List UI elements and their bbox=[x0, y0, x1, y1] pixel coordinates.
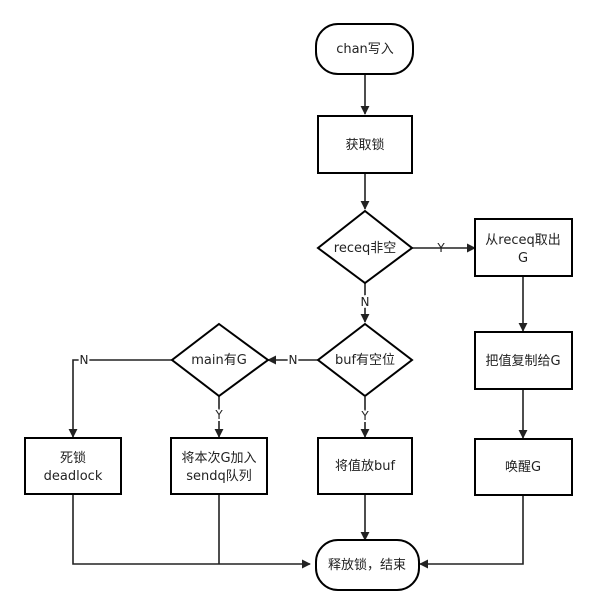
edge-deadlock-to-end bbox=[72, 494, 311, 569]
node-take-g-line1: 从receq取出 bbox=[485, 233, 560, 248]
node-start: chan写入 bbox=[315, 23, 414, 75]
node-put-buf-label: 将值放buf bbox=[335, 458, 395, 474]
node-copy-value: 把值复制给G bbox=[474, 331, 573, 390]
edge-label-recvq-no: N bbox=[361, 295, 370, 309]
node-take-g-line2: G bbox=[518, 251, 528, 266]
edges: Y N Y N Y N bbox=[68, 74, 528, 569]
node-main-check: main有G bbox=[170, 322, 270, 398]
node-buf-check-label: buf有空位 bbox=[335, 353, 395, 368]
node-deadlock-line2: deadlock bbox=[44, 469, 103, 484]
node-sendq: 将本次G加入 sendq队列 bbox=[170, 437, 268, 495]
node-take-g: 从receq取出 G bbox=[474, 218, 573, 277]
edge-label-buf-no: N bbox=[289, 353, 298, 367]
node-deadlock-line1: 死锁 bbox=[60, 450, 86, 466]
node-acquire-lock-label: 获取锁 bbox=[345, 137, 384, 153]
edge-label-main-no: N bbox=[80, 353, 89, 367]
edge-wake-to-end bbox=[419, 495, 524, 569]
node-sendq-line2: sendq队列 bbox=[186, 469, 252, 484]
node-copy-value-label: 把值复制给G bbox=[485, 353, 560, 369]
node-wake-g: 唤醒G bbox=[474, 438, 573, 496]
node-main-check-label: main有G bbox=[191, 353, 247, 368]
node-recvq-check: receq非空 bbox=[316, 209, 414, 285]
node-acquire-lock: 获取锁 bbox=[317, 115, 413, 174]
edge-main-no bbox=[68, 359, 172, 438]
node-deadlock: 死锁 deadlock bbox=[24, 437, 122, 495]
edge-label-recvq-yes: Y bbox=[436, 241, 445, 255]
node-start-label: chan写入 bbox=[336, 42, 394, 57]
node-wake-g-label: 唤醒G bbox=[505, 460, 541, 475]
node-recvq-check-label: receq非空 bbox=[334, 241, 396, 256]
node-sendq-line1: 将本次G加入 bbox=[181, 450, 256, 466]
node-buf-check: buf有空位 bbox=[316, 322, 414, 398]
node-put-buf: 将值放buf bbox=[317, 437, 413, 495]
node-end: 释放锁，结束 bbox=[315, 539, 420, 591]
edge-label-main-yes: Y bbox=[214, 408, 223, 422]
edge-label-buf-yes: Y bbox=[360, 409, 369, 423]
node-end-label: 释放锁，结束 bbox=[328, 557, 406, 573]
